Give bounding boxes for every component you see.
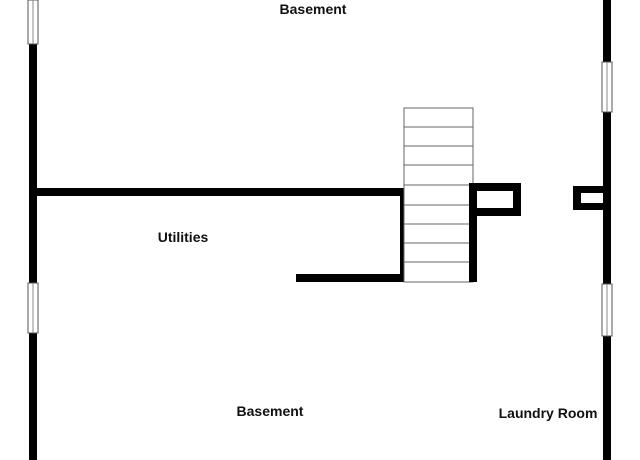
room-label-basement-bottom: Basement xyxy=(237,403,304,419)
utilities-interior-wall xyxy=(33,188,408,282)
room-label-laundry-room: Laundry Room xyxy=(499,405,598,421)
chimney-icon xyxy=(573,186,607,210)
window-icon xyxy=(601,61,613,113)
stairs-icon xyxy=(403,107,474,283)
room-label-utilities: Utilities xyxy=(158,229,209,245)
window-icon xyxy=(601,283,613,337)
room-label-basement-top: Basement xyxy=(280,1,347,17)
window-icon xyxy=(27,282,39,334)
stair-side-wall xyxy=(469,183,521,282)
left-exterior-wall xyxy=(27,0,39,460)
right-exterior-wall xyxy=(601,0,613,460)
window-icon xyxy=(27,0,39,45)
